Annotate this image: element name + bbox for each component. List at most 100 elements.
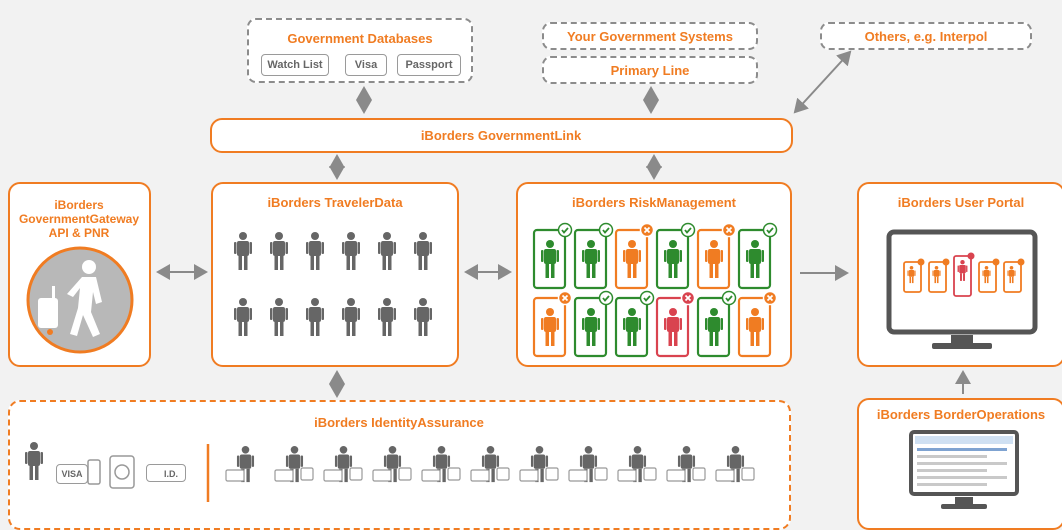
verification-pair (421, 446, 461, 483)
visa-card: VISA (56, 464, 88, 484)
your-government-systems-label: Your Government Systems (567, 29, 733, 44)
verification-pair (225, 446, 255, 483)
ops-monitor-stand (941, 504, 987, 509)
risk-card (532, 290, 573, 358)
document-icon (300, 467, 314, 481)
screen-card (928, 258, 950, 293)
check-badge-icon (639, 290, 655, 306)
verification-pair (323, 446, 363, 483)
risk-card (655, 290, 696, 358)
connector-others-link (793, 50, 852, 114)
connector-layer (156, 50, 971, 398)
screen-card (978, 258, 1000, 293)
government-databases-box: Government Databases Watch List Visa Pas… (247, 18, 473, 83)
traveler-icon (234, 298, 252, 336)
operations-screen-icon (909, 430, 1019, 509)
document-icon (545, 467, 559, 481)
globe-icon (114, 464, 130, 480)
alert-badge-icon (639, 222, 655, 238)
government-gateway-box: iBorders GovernmentGateway API & PNR (8, 182, 151, 367)
identity-assurance-title: iBorders IdentityAssurance (314, 415, 484, 430)
risk-person-icon (664, 308, 682, 346)
traveler-luggage-icon (26, 246, 134, 354)
risk-person-icon (705, 308, 723, 346)
traveler-data-box: iBorders TravelerData (211, 182, 459, 367)
screen-person-icon (982, 266, 991, 284)
ops-table-row (917, 469, 987, 472)
check-badge-icon (762, 222, 778, 238)
risk-person-icon (746, 240, 764, 278)
risk-card (573, 290, 614, 358)
government-link-label: iBorders GovernmentLink (420, 128, 582, 143)
ops-table-row (917, 483, 987, 486)
risk-card (696, 222, 737, 290)
verification-pair (274, 446, 314, 483)
risk-card (655, 222, 696, 290)
traveler-icon (270, 232, 288, 270)
document-icon (643, 467, 657, 481)
ops-table-row (917, 476, 1007, 479)
document-icon (372, 469, 392, 482)
document-icon (715, 469, 735, 482)
document-icon (666, 469, 686, 482)
verification-pair (715, 446, 755, 483)
risk-card (614, 222, 655, 290)
document-icon (594, 467, 608, 481)
check-badge-icon (680, 222, 696, 238)
government-gateway-line-2: GovernmentGateway (18, 212, 140, 226)
screen-person-icon (907, 266, 916, 284)
document-icon (568, 469, 588, 482)
risk-card (737, 290, 778, 358)
screen-card (953, 252, 975, 297)
others-interpol-box: Others, e.g. Interpol (820, 22, 1032, 50)
document-icon (470, 469, 490, 482)
verification-pair (666, 446, 706, 483)
ops-table-row (917, 462, 1007, 465)
risk-person-icon (623, 240, 641, 278)
check-badge-icon (598, 290, 614, 306)
risk-management-title: iBorders RiskManagement (572, 195, 736, 210)
identity-assurance-box: iBorders IdentityAssurance VISA I.D. (8, 400, 791, 530)
risk-management-box: iBorders RiskManagement (516, 182, 792, 367)
primary-line-box: Primary Line (542, 56, 758, 84)
screen-person-icon (1007, 266, 1016, 284)
risk-person-icon (541, 308, 559, 346)
verification-pair (617, 446, 657, 483)
risk-person-icon (664, 240, 682, 278)
document-icon (349, 467, 363, 481)
document-icon (398, 467, 412, 481)
traveler-icon (378, 232, 396, 270)
screen-person-icon (957, 260, 968, 281)
document-icon (323, 469, 343, 482)
verification-pair (372, 446, 412, 483)
others-interpol-label: Others, e.g. Interpol (864, 29, 988, 44)
risk-person-icon (623, 308, 641, 346)
id-card: I.D. (146, 464, 186, 482)
government-link-box: iBorders GovernmentLink (210, 118, 793, 153)
identity-person-icon (25, 442, 43, 480)
alert-badge-icon (680, 290, 696, 306)
document-icon (741, 467, 755, 481)
risk-assessment-grid (532, 222, 778, 358)
risk-person-icon (705, 240, 723, 278)
document-icon (225, 469, 245, 482)
alert-badge-icon (721, 222, 737, 238)
ops-app-header (915, 436, 1013, 444)
user-portal-box: iBorders User Portal (857, 182, 1062, 367)
monitor-stand (932, 343, 992, 349)
document-icon (447, 467, 461, 481)
document-icon (692, 467, 706, 481)
risk-card (532, 222, 573, 290)
document-icon (274, 469, 294, 482)
risk-card (614, 290, 655, 358)
chip-watch-list: Watch List (261, 54, 329, 76)
risk-person-icon (582, 240, 600, 278)
alert-badge-icon (557, 290, 573, 306)
traveler-people-grid (234, 232, 432, 336)
chip-passport: Passport (397, 54, 461, 76)
document-icon (421, 469, 441, 482)
risk-person-icon (746, 308, 764, 346)
verification-pair (568, 446, 608, 483)
document-icon (519, 469, 539, 482)
document-icon (496, 467, 510, 481)
